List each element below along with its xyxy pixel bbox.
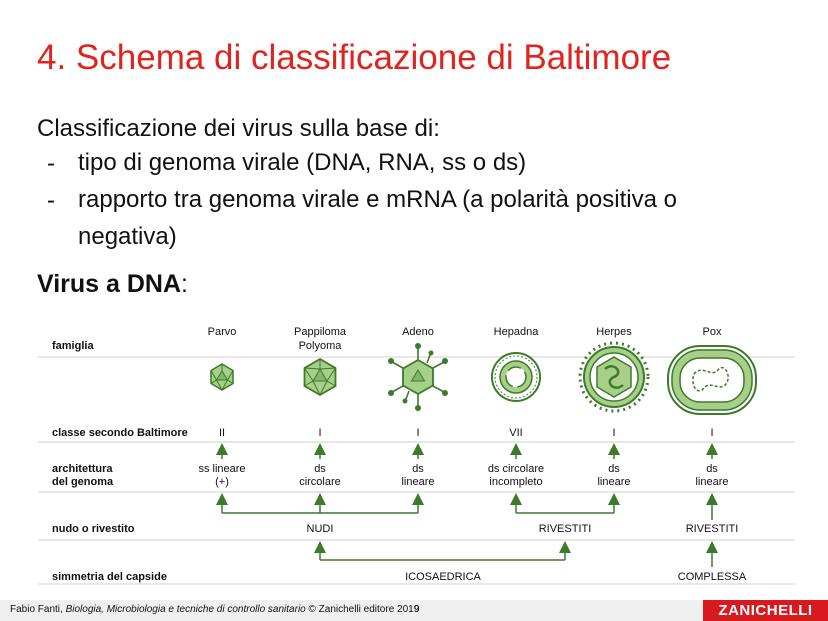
genome-architecture: ds: [412, 463, 424, 475]
footer-publisher: © Zanichelli editore 2019: [305, 604, 420, 615]
row-label-famiglia: famiglia: [52, 340, 94, 352]
page-number: 9: [414, 604, 420, 615]
genome-architecture: circolare: [299, 476, 341, 488]
slide-title: 4. Schema di classificazione di Baltimor…: [37, 38, 672, 77]
family-name: Adeno: [402, 326, 434, 338]
small-icosahedron-icon: [210, 363, 234, 391]
genome-architecture: ds: [608, 463, 620, 475]
intro-text: Classificazione dei virus sulla base di:: [37, 115, 440, 142]
adenovirus-icon: [388, 343, 448, 411]
herpesvirus-icon: [578, 341, 650, 413]
row-label-simmetria: simmetria del capside: [52, 571, 167, 583]
family-name: Hepadna: [494, 326, 540, 338]
family-name-secondary: Polyoma: [299, 340, 343, 352]
zanichelli-logo: ZANICHELLI: [703, 600, 828, 621]
row-label-nudo: nudo o rivestito: [52, 523, 135, 535]
baltimore-diagram: famiglia classe secondo Baltimore archit…: [38, 326, 795, 585]
bullet-dash: -: [47, 187, 55, 214]
bullet-1: tipo di genoma virale (DNA, RNA, ss o ds…: [78, 149, 527, 176]
baltimore-class: I: [710, 427, 713, 439]
family-name: Herpes: [596, 326, 632, 338]
footer-credit: Fabio Fanti, Biologia, Microbiologia e t…: [10, 604, 419, 615]
section-subheading: Virus a DNA:: [37, 270, 188, 299]
icosahedron-icon: [303, 357, 337, 397]
baltimore-class: I: [416, 427, 419, 439]
family-name: Pappiloma: [294, 326, 347, 338]
bullet-2-continuation: negativa): [78, 223, 177, 250]
subheading-colon: :: [181, 270, 188, 298]
family-name: Pox: [703, 326, 722, 338]
footer-bar: Fabio Fanti, Biologia, Microbiologia e t…: [0, 600, 828, 621]
baltimore-class: I: [612, 427, 615, 439]
complessa-label: COMPLESSA: [678, 571, 747, 583]
genome-architecture: lineare: [695, 476, 728, 488]
nudi-label: NUDI: [307, 523, 334, 535]
rivestiti-label: RIVESTITI: [539, 523, 592, 535]
baltimore-class: VII: [509, 427, 522, 439]
genome-architecture: (+): [215, 476, 229, 488]
genome-architecture: incompleto: [489, 476, 542, 488]
row-label-genoma: del genoma: [52, 476, 114, 488]
poxvirus-icon: [667, 345, 757, 415]
bullet-dash: -: [47, 150, 55, 177]
genome-architecture: ds: [706, 463, 718, 475]
genome-architecture: ss lineare: [198, 463, 245, 475]
footer-author: Fabio Fanti,: [10, 604, 66, 615]
footer-book-title: Biologia, Microbiologia e tecniche di co…: [65, 604, 306, 615]
rivestiti-label: RIVESTITI: [686, 523, 739, 535]
subheading-bold: Virus a DNA: [37, 270, 182, 298]
baltimore-class: II: [219, 427, 225, 439]
genome-architecture: lineare: [401, 476, 434, 488]
baltimore-class: I: [318, 427, 321, 439]
row-label-architettura: architettura: [52, 463, 113, 475]
row-label-baltimore: classe secondo Baltimore: [52, 427, 188, 439]
bullet-2: rapporto tra genoma virale e mRNA (a pol…: [78, 186, 677, 213]
genome-architecture: lineare: [597, 476, 630, 488]
icosaedrica-label: ICOSAEDRICA: [405, 571, 481, 583]
hepadnavirus-icon: [491, 352, 541, 402]
family-name: Parvo: [208, 326, 237, 338]
genome-architecture: ds: [314, 463, 326, 475]
genome-architecture: ds circolare: [488, 463, 544, 475]
